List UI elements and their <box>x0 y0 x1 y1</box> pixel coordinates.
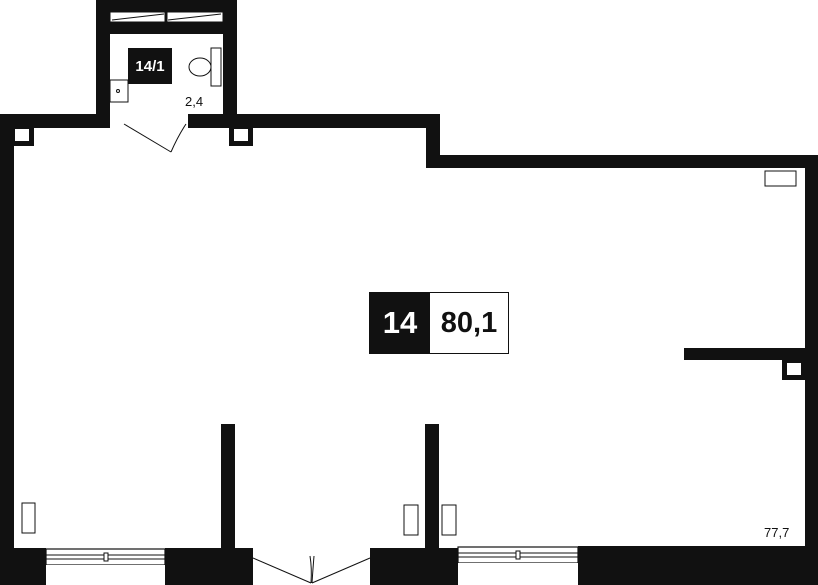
small-wall-top <box>96 0 237 12</box>
sink-icon <box>109 79 129 103</box>
small-wall-bottom-right <box>188 114 237 128</box>
small-window-sash-right <box>167 13 222 21</box>
small-room-window <box>109 11 224 23</box>
entrance-door-leaf-left <box>252 557 312 584</box>
small-wall-top-inner <box>96 22 237 34</box>
wall-bottom-left-mid <box>165 548 253 585</box>
small-room-walls <box>96 0 237 128</box>
room-label-main: 14 80,1 <box>369 292 509 354</box>
radiator-top-right <box>764 170 797 187</box>
radiator-bottom-center-left <box>403 504 419 536</box>
room-area-small: 2,4 <box>185 94 204 109</box>
bottom-window-right-mullion <box>515 550 521 560</box>
partition-horizontal <box>684 348 818 360</box>
wall-bottom-left <box>0 548 46 585</box>
wall-step-vertical <box>426 114 440 168</box>
radiators <box>21 170 797 536</box>
entrance-door-arc-right <box>311 555 315 584</box>
toilet-icon <box>188 47 222 87</box>
room-area-main: 80,1 <box>440 306 498 339</box>
bottom-window-right-sill <box>458 563 578 585</box>
wall-top-right <box>426 155 818 168</box>
sink-basin <box>109 79 129 103</box>
wall-bottom-right <box>578 546 818 585</box>
entrance-door <box>252 555 371 584</box>
bottom-window-left-sill <box>46 565 165 585</box>
small-wall-right <box>223 0 237 128</box>
radiator-bottom-left <box>21 502 36 534</box>
wall-right <box>805 155 818 585</box>
partition-right <box>425 424 439 550</box>
outer-walls <box>0 114 818 585</box>
room-area-corner: 77,7 <box>764 525 790 540</box>
partition-left <box>221 424 235 550</box>
sink-drain <box>116 89 120 93</box>
wall-bottom-center <box>370 548 458 585</box>
small-door-leaf <box>123 123 172 153</box>
column-top-left-inner <box>15 129 29 141</box>
entrance-door-arc-left <box>309 555 312 584</box>
room-number-main: 14 <box>370 293 430 353</box>
wall-left <box>0 114 14 585</box>
bottom-window-left <box>45 548 166 585</box>
column-top-mid-inner <box>234 129 248 141</box>
room-number-small: 14/1 <box>128 48 172 84</box>
bottom-window-right <box>457 546 579 585</box>
small-room-door <box>123 123 187 153</box>
entrance-door-leaf-right <box>311 557 371 584</box>
small-wall-left <box>96 0 110 128</box>
radiator-bottom-center-right <box>441 504 457 536</box>
toilet-tank <box>210 47 222 87</box>
toilet-bowl <box>188 57 212 77</box>
bottom-window-left-mullion <box>103 552 109 562</box>
column-right-inner <box>787 363 801 375</box>
columns <box>10 124 806 380</box>
small-window-sash-left <box>111 13 165 21</box>
small-door-arc <box>170 123 187 153</box>
